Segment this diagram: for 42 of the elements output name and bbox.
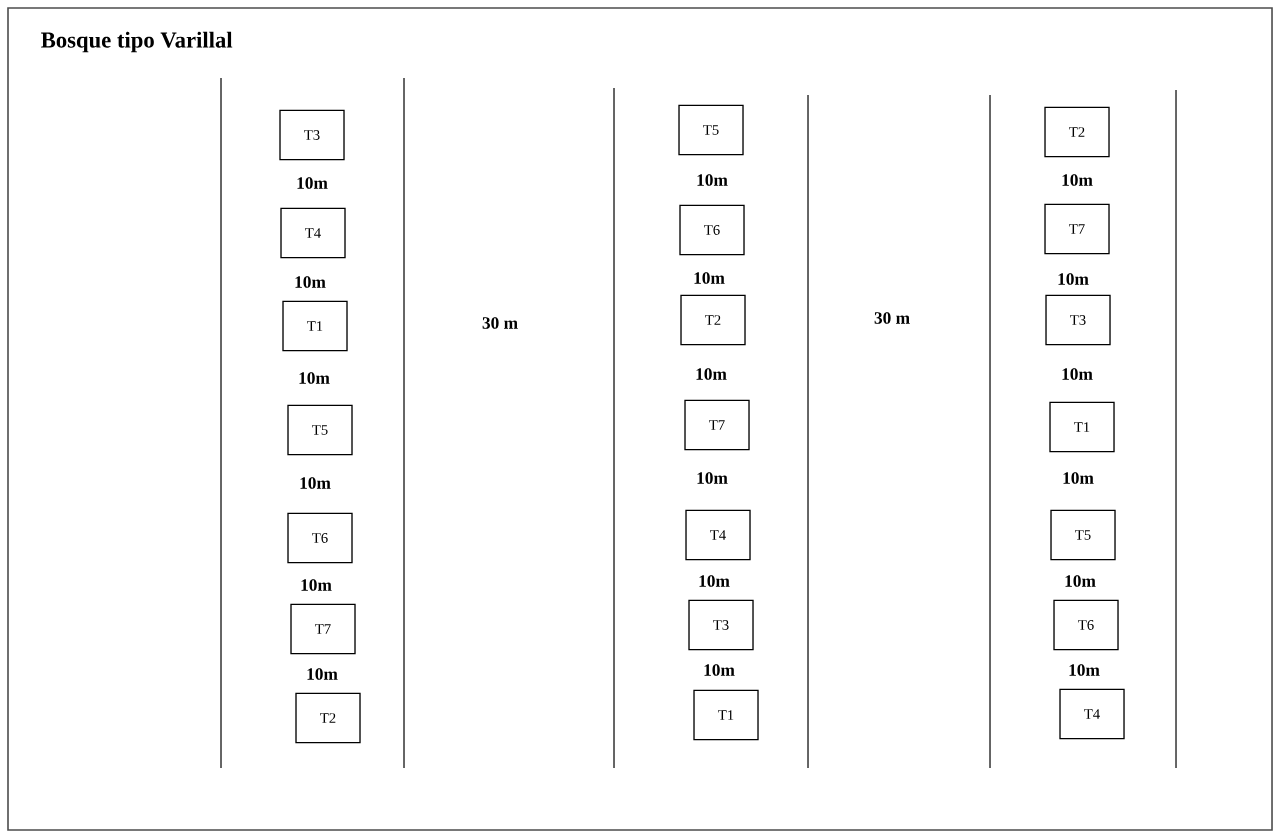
treatment-box: T4 [280,207,346,259]
treatment-box: T5 [287,404,353,456]
treatment-box: T2 [680,294,746,346]
treatment-box: T3 [279,109,345,161]
distance-label: 10m [295,276,326,288]
treatment-box: T6 [287,512,353,564]
distance-label: 10m [297,177,328,189]
distance-label: 10m [307,668,338,680]
treatment-box: T1 [282,300,348,352]
treatment-box: T3 [1045,294,1111,346]
treatment-box: T4 [1059,688,1125,740]
distance-label: 10m [696,368,727,380]
distance-label: 10m [697,472,728,484]
treatment-box: T6 [679,204,745,256]
distance-label: 10m [299,372,330,384]
distance-label: 10m [697,174,728,186]
treatment-box: T7 [1044,203,1110,255]
treatment-box: T3 [688,599,754,651]
treatment-box: T7 [290,603,356,655]
title: Bosque tipo Varillal [41,31,233,53]
distance-label: 10m [704,664,735,676]
distance-label: 10m [699,575,730,587]
treatment-box: T2 [1044,106,1110,158]
distance-label: 10m [694,272,725,284]
distance-label: 10m [301,579,332,591]
distance-label: 30 m [482,317,518,329]
treatment-box: T5 [1050,509,1116,561]
treatment-box: T7 [684,399,750,451]
distance-label: 10m [1058,273,1089,285]
distance-label: 10m [1069,664,1100,676]
treatment-box: T1 [1049,401,1115,453]
treatment-box: T2 [295,692,361,744]
distance-label: 10m [300,477,331,489]
distance-label: 10m [1062,368,1093,380]
treatment-box: T6 [1053,599,1119,651]
treatment-box: T1 [693,689,759,741]
distance-label: 10m [1065,575,1096,587]
treatment-box: T4 [685,509,751,561]
distance-label: 30 m [874,312,910,324]
treatment-box: T5 [678,104,744,156]
distance-label: 10m [1063,472,1094,484]
distance-label: 10m [1062,174,1093,186]
